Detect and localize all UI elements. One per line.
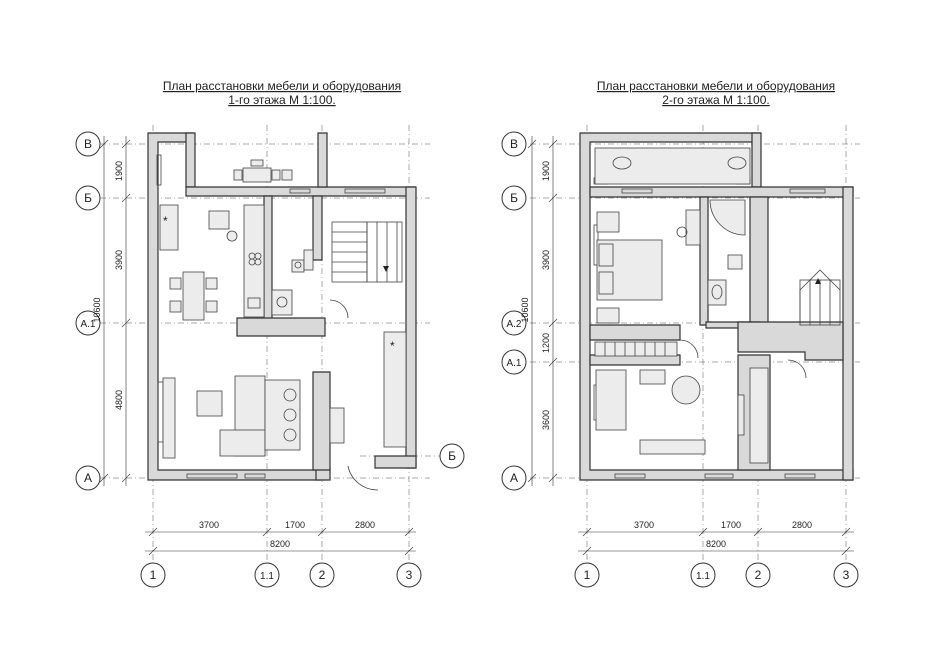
stool bbox=[283, 388, 297, 402]
axis-bubble-a: А bbox=[510, 471, 518, 485]
dim-1900: 1900 bbox=[114, 161, 124, 181]
chair bbox=[233, 169, 243, 181]
axis-bubble-b: Б bbox=[510, 191, 518, 205]
dim-3600: 3600 bbox=[541, 410, 551, 430]
window bbox=[344, 188, 386, 194]
sofa bbox=[639, 439, 706, 455]
nightstand bbox=[596, 211, 620, 233]
coffee-table bbox=[196, 390, 223, 417]
round-chair bbox=[671, 375, 701, 405]
window bbox=[186, 473, 238, 479]
toilet bbox=[727, 254, 743, 270]
window bbox=[289, 188, 311, 194]
plan-2: План расстановки мебели и оборудования 2… bbox=[501, 79, 860, 588]
sink bbox=[727, 156, 747, 170]
axis-bubble-a: А bbox=[84, 471, 92, 485]
plan-1-title-line2: 1-го этажа М 1:100. bbox=[228, 93, 335, 107]
chair bbox=[169, 277, 182, 290]
corner-shower bbox=[709, 199, 746, 236]
washbasin bbox=[707, 279, 727, 306]
plan-1-title-line1: План расстановки мебели и оборудования bbox=[163, 79, 401, 93]
axis-bubble-a1: А.1 bbox=[506, 358, 521, 369]
chair bbox=[205, 277, 218, 290]
wardrobe bbox=[749, 367, 769, 464]
axis-bubble-1-1: 1.1 bbox=[260, 571, 274, 582]
axis-bubble-3: 3 bbox=[406, 568, 413, 582]
stool bbox=[226, 230, 238, 242]
sink bbox=[612, 156, 632, 170]
axis-bubble-1: 1 bbox=[584, 568, 591, 582]
chair bbox=[271, 169, 281, 181]
dim-total-8200: 8200 bbox=[706, 539, 726, 549]
axis-bubble-1-1: 1.1 bbox=[696, 571, 710, 582]
dim-2800: 2800 bbox=[792, 520, 812, 530]
stool bbox=[283, 428, 297, 442]
tv-stand bbox=[737, 394, 745, 436]
nightstand bbox=[596, 307, 620, 324]
staircase bbox=[331, 221, 403, 283]
dim-3700: 3700 bbox=[634, 520, 654, 530]
axis-bubble-a1: А.1 bbox=[80, 319, 95, 330]
dim-total-10600: 10600 bbox=[92, 297, 102, 322]
bench bbox=[329, 407, 345, 444]
dining-table bbox=[182, 271, 205, 321]
wardrobe bbox=[383, 331, 407, 448]
axis-bubble-v: В bbox=[510, 137, 518, 151]
plan-2-title-line1: План расстановки мебели и оборудования bbox=[597, 79, 835, 93]
chair bbox=[250, 159, 264, 167]
kitchen-counter-right bbox=[243, 204, 265, 318]
shower bbox=[271, 289, 293, 316]
window bbox=[156, 154, 162, 186]
window bbox=[244, 473, 266, 479]
dim-3900: 3900 bbox=[541, 250, 551, 270]
dresser bbox=[685, 209, 701, 246]
axis-bubble-v: В bbox=[84, 137, 92, 151]
single-bed bbox=[595, 369, 627, 431]
chair bbox=[169, 300, 182, 313]
desk bbox=[639, 369, 666, 385]
dim-total-10600: 10600 bbox=[520, 297, 530, 322]
axis-bubble-b: Б bbox=[84, 191, 92, 205]
axis-bubble-2: 2 bbox=[319, 568, 326, 582]
marker-star: * bbox=[163, 214, 168, 228]
kitchen-island bbox=[208, 210, 230, 230]
axis-bubble-1: 1 bbox=[150, 568, 157, 582]
plan-1: План расстановки мебели и оборудования 1… bbox=[75, 79, 465, 588]
marker-star: * bbox=[390, 339, 395, 353]
dim-total-8200: 8200 bbox=[270, 539, 290, 549]
chair bbox=[281, 169, 293, 181]
dim-1700: 1700 bbox=[285, 520, 305, 530]
dim-3900: 3900 bbox=[114, 250, 124, 270]
terrace-table bbox=[242, 167, 272, 183]
washbasin bbox=[303, 249, 314, 271]
dim-2800: 2800 bbox=[355, 520, 375, 530]
window bbox=[157, 381, 164, 443]
plan-2-title-line2: 2-го этажа М 1:100. bbox=[662, 93, 769, 107]
kitchen-counter bbox=[159, 204, 179, 251]
axis-bubble-a2: А.2 bbox=[506, 319, 521, 330]
dim-3700: 3700 bbox=[199, 520, 219, 530]
dim-4800: 4800 bbox=[114, 390, 124, 410]
axis-bubble-2: 2 bbox=[755, 568, 762, 582]
axis-bubble-3: 3 bbox=[843, 568, 850, 582]
dim-1700: 1700 bbox=[721, 520, 741, 530]
stool bbox=[283, 408, 297, 422]
dim-1200: 1200 bbox=[541, 333, 551, 353]
dim-1900: 1900 bbox=[541, 161, 551, 181]
hall-wardrobe bbox=[594, 341, 678, 357]
chair bbox=[205, 300, 218, 313]
staircase bbox=[799, 269, 841, 326]
axis-bubble-b-right: Б bbox=[448, 449, 456, 463]
tv-stand bbox=[162, 377, 176, 459]
sofa-chaise bbox=[219, 429, 266, 457]
